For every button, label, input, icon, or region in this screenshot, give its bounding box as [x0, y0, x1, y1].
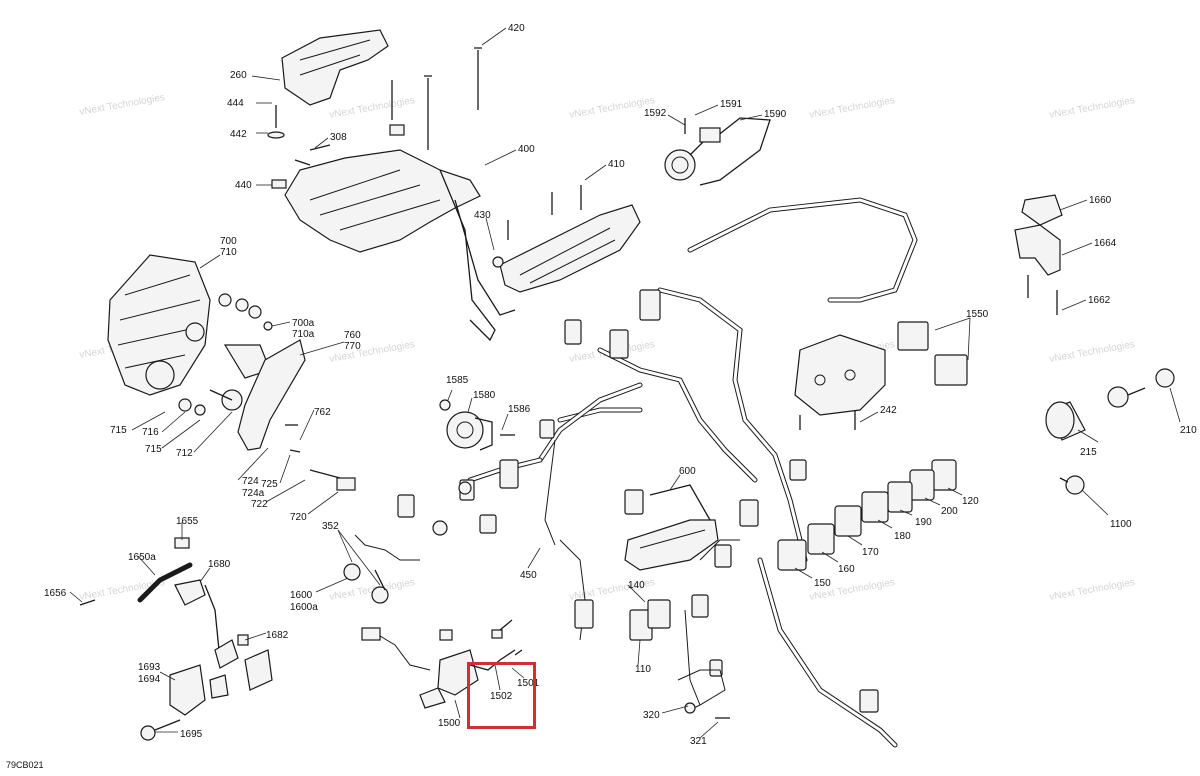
accessory-sockets	[1045, 368, 1175, 495]
callout-170: 170	[862, 547, 879, 558]
callout-308: 308	[330, 132, 347, 143]
horn-1580	[439, 399, 515, 451]
watermark: vNext Technologies	[809, 95, 896, 121]
callout-700a: 700a	[292, 318, 315, 329]
callout-200: 200	[941, 506, 958, 517]
callout-716: 716	[142, 427, 159, 438]
callout-440: 440	[235, 180, 252, 191]
callout-1590: 1590	[764, 109, 787, 120]
callout-150: 150	[814, 578, 831, 589]
callout-210: 210	[1180, 425, 1197, 436]
highlight-box	[467, 662, 536, 729]
callout-190: 190	[915, 517, 932, 528]
callout-724: 724	[242, 476, 259, 487]
callout-725: 725	[261, 479, 278, 490]
storage-bracket-assembly	[267, 29, 516, 342]
drawing-code: 79CB021	[6, 760, 44, 770]
throttle-cover-assembly-700	[107, 254, 356, 491]
callout-720: 720	[290, 512, 307, 523]
callout-1662: 1662	[1088, 295, 1111, 306]
callout-320: 320	[643, 710, 660, 721]
callout-1100: 1100	[1110, 519, 1132, 530]
callout-400: 400	[518, 144, 535, 155]
callout-1650a: 1650a	[128, 552, 156, 563]
brake-switch-assembly	[79, 537, 273, 741]
callout-260: 260	[230, 70, 247, 81]
callout-1693: 1693	[138, 662, 161, 673]
callout-1694: 1694	[138, 674, 161, 685]
sensor-bracket-1660	[1014, 194, 1063, 315]
speed-sensor-1600	[343, 534, 420, 604]
watermark: vNext Technologies	[569, 95, 656, 121]
callout-442: 442	[230, 129, 247, 140]
watermark: vNext Technologies	[1049, 339, 1136, 365]
callout-1655: 1655	[176, 516, 199, 527]
callout-120: 120	[962, 496, 979, 507]
callout-1550: 1550	[966, 309, 989, 320]
callout-1600a: 1600a	[290, 602, 318, 613]
callout-420: 420	[508, 23, 525, 34]
callout-450: 450	[520, 570, 537, 581]
mounting-bracket-410	[492, 185, 641, 293]
callout-715-b: 715	[145, 444, 162, 455]
callout-1591: 1591	[720, 99, 743, 110]
callout-762: 762	[314, 407, 331, 418]
switch-connectors-group	[777, 459, 957, 571]
callout-1585: 1585	[446, 375, 469, 386]
watermark: vNext Technologies	[79, 92, 166, 118]
callout-722: 722	[251, 499, 268, 510]
callout-1695: 1695	[180, 729, 203, 740]
watermark: vNext Technologies	[1049, 95, 1136, 121]
main-wiring-harness	[397, 197, 918, 748]
callout-1500: 1500	[438, 718, 461, 729]
fuse-box-242	[794, 334, 886, 430]
callout-430: 430	[474, 210, 491, 221]
callout-1502: 1502	[490, 691, 513, 702]
callout-160: 160	[838, 564, 855, 575]
callout-1656: 1656	[44, 588, 67, 599]
callout-321: 321	[690, 736, 707, 747]
watermark: vNext Technologies	[1049, 577, 1136, 603]
callout-712: 712	[176, 448, 193, 459]
callout-1580: 1580	[473, 390, 496, 401]
leader-lines	[69, 27, 1181, 739]
callout-140: 140	[628, 580, 645, 591]
gauge-cluster-600	[624, 484, 719, 571]
callout-724a: 724a	[242, 488, 265, 499]
callout-242: 242	[880, 405, 897, 416]
connector-harness-320	[629, 599, 730, 719]
callout-715: 715	[110, 425, 127, 436]
callout-1664: 1664	[1094, 238, 1117, 249]
callout-1586: 1586	[508, 404, 531, 415]
callout-1680: 1680	[208, 559, 231, 570]
callout-600: 600	[679, 466, 696, 477]
callout-760: 760	[344, 330, 361, 341]
callout-1501: 1501	[517, 678, 540, 689]
callout-410: 410	[608, 159, 625, 170]
callout-labels: 420 260 444 442 308 440 400 410 430 1592…	[44, 23, 1197, 747]
relays-1550	[897, 321, 968, 386]
watermark: vNext Technologies	[329, 95, 416, 121]
callout-180: 180	[894, 531, 911, 542]
callout-352: 352	[322, 521, 339, 532]
sensor-1590	[664, 117, 771, 186]
callout-1660: 1660	[1089, 195, 1112, 206]
callout-770: 770	[344, 341, 361, 352]
callout-215: 215	[1080, 447, 1097, 458]
callout-1682: 1682	[266, 630, 289, 641]
callout-1592: 1592	[644, 108, 667, 119]
callout-110: 110	[635, 664, 651, 675]
callout-710: 710	[220, 247, 237, 258]
callout-710a: 710a	[292, 329, 315, 340]
callout-1600: 1600	[290, 590, 313, 601]
callout-700: 700	[220, 236, 237, 247]
callout-444: 444	[227, 98, 244, 109]
